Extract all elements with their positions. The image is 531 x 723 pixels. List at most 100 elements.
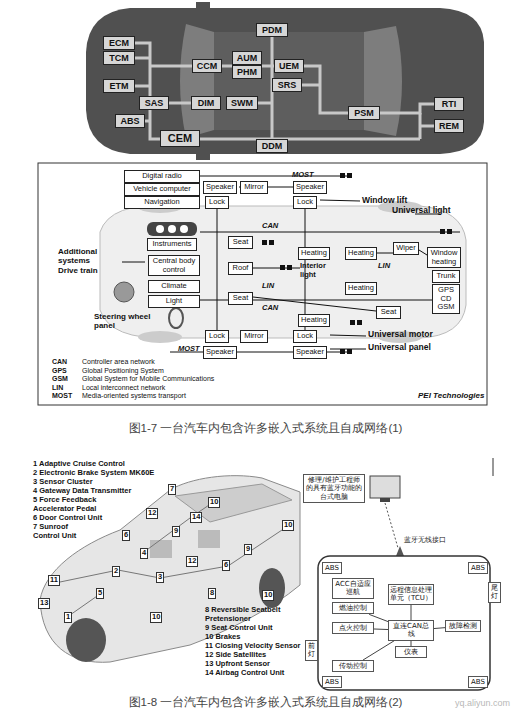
node-text: Mirror — [242, 183, 266, 192]
callout-number: 1 — [64, 612, 72, 623]
ecu-box: ABS — [322, 562, 342, 574]
leader-line — [122, 262, 145, 263]
node-text: ETM — [104, 81, 134, 91]
mirror — [196, 154, 210, 160]
callout-number: 8 — [208, 588, 216, 599]
car-window — [175, 484, 292, 522]
leader-line — [330, 335, 366, 349]
wiring — [135, 37, 434, 139]
node-text: TCM — [104, 53, 134, 63]
node-text: Heating — [347, 284, 375, 293]
callout-label: Universal motor — [368, 330, 433, 340]
ecu-box: 点火控制 — [332, 622, 374, 634]
legend-definition: Media-oriented systems transport — [82, 392, 186, 400]
list-item: 4 Gateway Data Transmitter — [33, 487, 131, 496]
callout-number: 2 — [112, 566, 120, 577]
wire — [135, 43, 420, 139]
lin-wire — [253, 268, 300, 269]
wire — [258, 102, 272, 105]
node-text: ECM — [104, 38, 134, 48]
steering-wheel — [169, 308, 183, 328]
list-item: 7 Sunroof Control Unit — [33, 523, 83, 540]
figure-caption: 图1-8 一台汽车内包含许多嵌入式系统且自成网络(2) — [0, 696, 531, 709]
windshield — [180, 24, 214, 138]
component-box: Trunk — [432, 270, 460, 283]
ecu-box: 修理/维护工程师的具有蓝牙功能的台式电脑 — [303, 474, 365, 503]
component-box: Heating — [298, 314, 330, 327]
edge-line — [493, 458, 494, 476]
node-text: Seat — [230, 238, 251, 247]
node-text: ABS — [470, 564, 486, 572]
node-text: DIM — [192, 98, 220, 108]
module-box: ABS — [115, 114, 145, 128]
node-text: Heating — [347, 249, 375, 258]
callout-number: 12 — [146, 508, 158, 519]
component-box: Lock — [293, 196, 317, 209]
node-text: RTI — [435, 99, 463, 109]
node-text: Instruments — [149, 240, 195, 249]
callout-number: 9 — [172, 526, 180, 537]
seat — [198, 530, 220, 548]
module-box: PHM — [232, 65, 262, 79]
node-text: UEM — [275, 61, 303, 71]
node-text: PSM — [349, 108, 379, 118]
ecu-box: ABS — [468, 562, 488, 574]
node-text: Seat — [378, 308, 399, 317]
instrument-cluster — [147, 222, 197, 236]
component-box: Central body control — [148, 255, 200, 276]
component-box: Seat — [228, 236, 253, 249]
legend-abbrev: GPS — [52, 367, 67, 375]
node-text: Heating — [300, 316, 328, 325]
wire — [222, 65, 232, 68]
leader-line — [320, 200, 360, 201]
node-text: 前灯 — [307, 642, 316, 659]
component-box: Mirror — [240, 330, 268, 343]
ecu-box: 故障检测 — [445, 620, 481, 632]
wire — [302, 84, 320, 87]
node-text: Central body control — [150, 257, 198, 274]
node-text: 直连CAN总线 — [390, 622, 432, 639]
callout-label: Universal panel — [368, 343, 431, 353]
component-box: Speaker — [293, 346, 327, 359]
node-text: PHM — [233, 67, 261, 77]
callout-number: 10 — [282, 520, 294, 531]
ecu-box: 前灯 — [305, 640, 318, 661]
component-box: Speaker — [293, 181, 327, 194]
component-box: Digital radio — [124, 170, 200, 183]
node-text: ABS — [470, 678, 486, 686]
wheel — [66, 618, 106, 662]
list-item: 3 Sensor Cluster — [33, 478, 93, 487]
module-box: CEM — [160, 130, 200, 147]
wire — [135, 57, 150, 60]
gauge — [168, 225, 176, 233]
component-box: Instruments — [147, 238, 197, 251]
node-text: Window heating — [429, 249, 459, 266]
callout-number: 13 — [38, 598, 50, 609]
callout-number: 9 — [244, 544, 252, 555]
callout-number: 3 — [156, 572, 164, 583]
component-box: Lock — [205, 196, 229, 209]
interface-label: 蓝牙无线接口 — [404, 536, 446, 544]
callout-label: Steering wheel panel — [94, 312, 168, 330]
component-box: Speaker — [203, 181, 237, 194]
car-outline — [318, 556, 490, 690]
roof — [214, 32, 364, 130]
connector-symbols — [262, 173, 452, 354]
plug — [287, 265, 292, 270]
node-text: 远程信息处理单元（TCU） — [390, 586, 432, 603]
bus-label: LIN — [262, 282, 274, 291]
node-text: ABS — [324, 678, 340, 686]
bus-label: LIN — [378, 262, 390, 271]
plug — [347, 173, 352, 178]
wire — [60, 526, 288, 582]
wire — [135, 85, 150, 88]
component-box: Speaker — [203, 346, 237, 359]
node-text: AUM — [233, 53, 261, 63]
module-box: ETM — [103, 79, 135, 93]
list-item: 6 Door Control Unit — [33, 514, 102, 523]
ecu-box: 仪表 — [395, 646, 427, 658]
plug — [280, 265, 285, 270]
gauge — [180, 225, 188, 233]
bus-label: CAN — [262, 304, 278, 313]
